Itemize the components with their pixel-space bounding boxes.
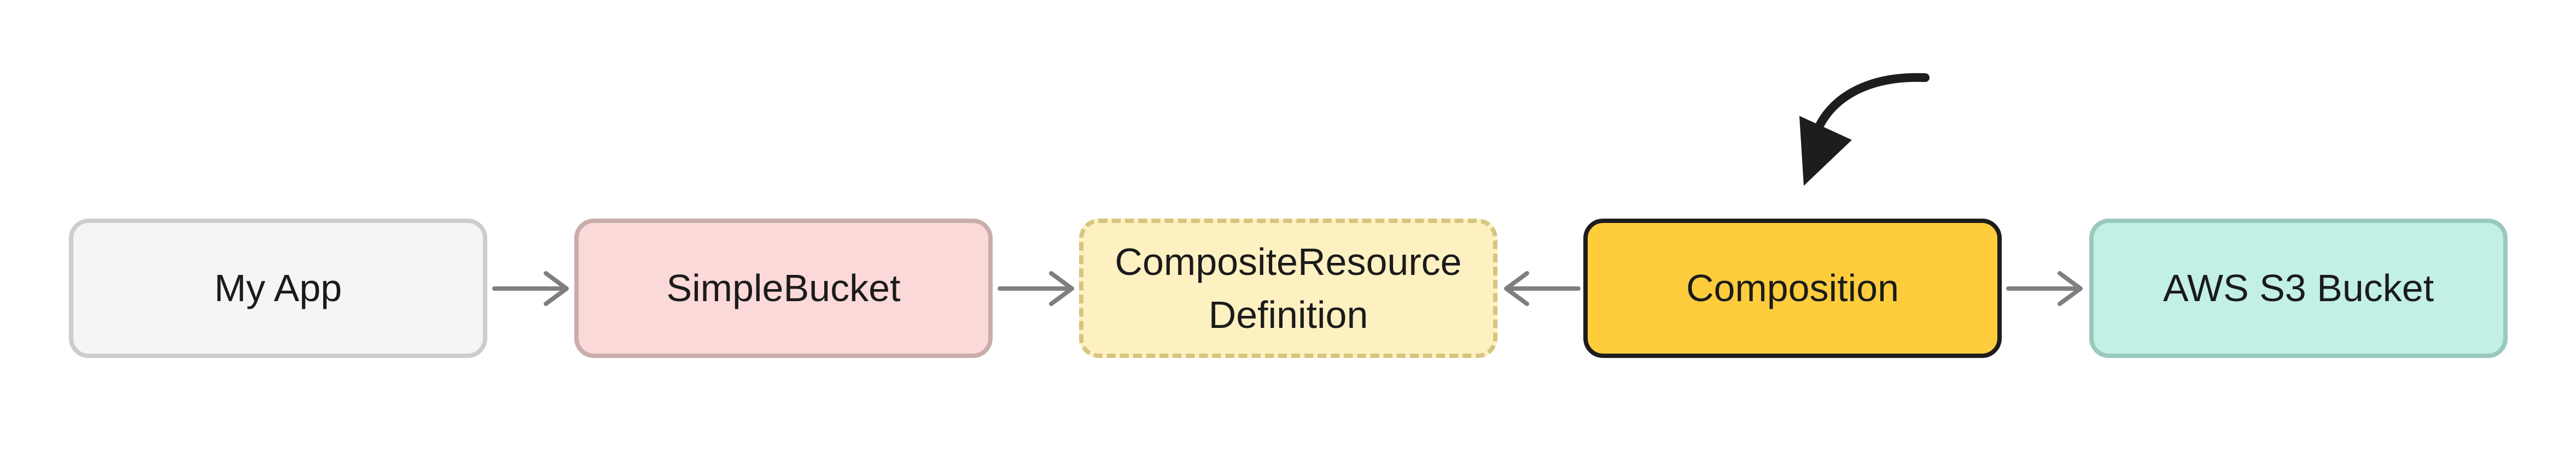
node-simple-bucket-label: SimpleBucket	[666, 267, 901, 310]
node-my-app-label: My App	[214, 267, 342, 310]
node-xrd-label-line1: CompositeResource	[1115, 240, 1462, 283]
highlight-curved-arrow-icon	[1799, 73, 1930, 186]
arrow-composition-to-s3	[2006, 271, 2083, 306]
node-simple-bucket[interactable]: SimpleBucket	[574, 219, 993, 358]
node-composite-resource-definition[interactable]: CompositeResource Definition	[1079, 219, 1497, 358]
node-aws-s3-bucket-label: AWS S3 Bucket	[2163, 267, 2434, 310]
node-composition-label: Composition	[1686, 267, 1899, 310]
node-xrd-label-line2: Definition	[1208, 293, 1368, 336]
arrow-simplebucket-to-xrd	[998, 271, 1074, 306]
arrow-myapp-to-simplebucket	[492, 271, 569, 306]
node-my-app[interactable]: My App	[69, 219, 487, 358]
node-aws-s3-bucket[interactable]: AWS S3 Bucket	[2089, 219, 2508, 358]
node-composition[interactable]: Composition	[1583, 219, 2002, 358]
arrow-composition-to-xrd	[1504, 271, 1581, 306]
